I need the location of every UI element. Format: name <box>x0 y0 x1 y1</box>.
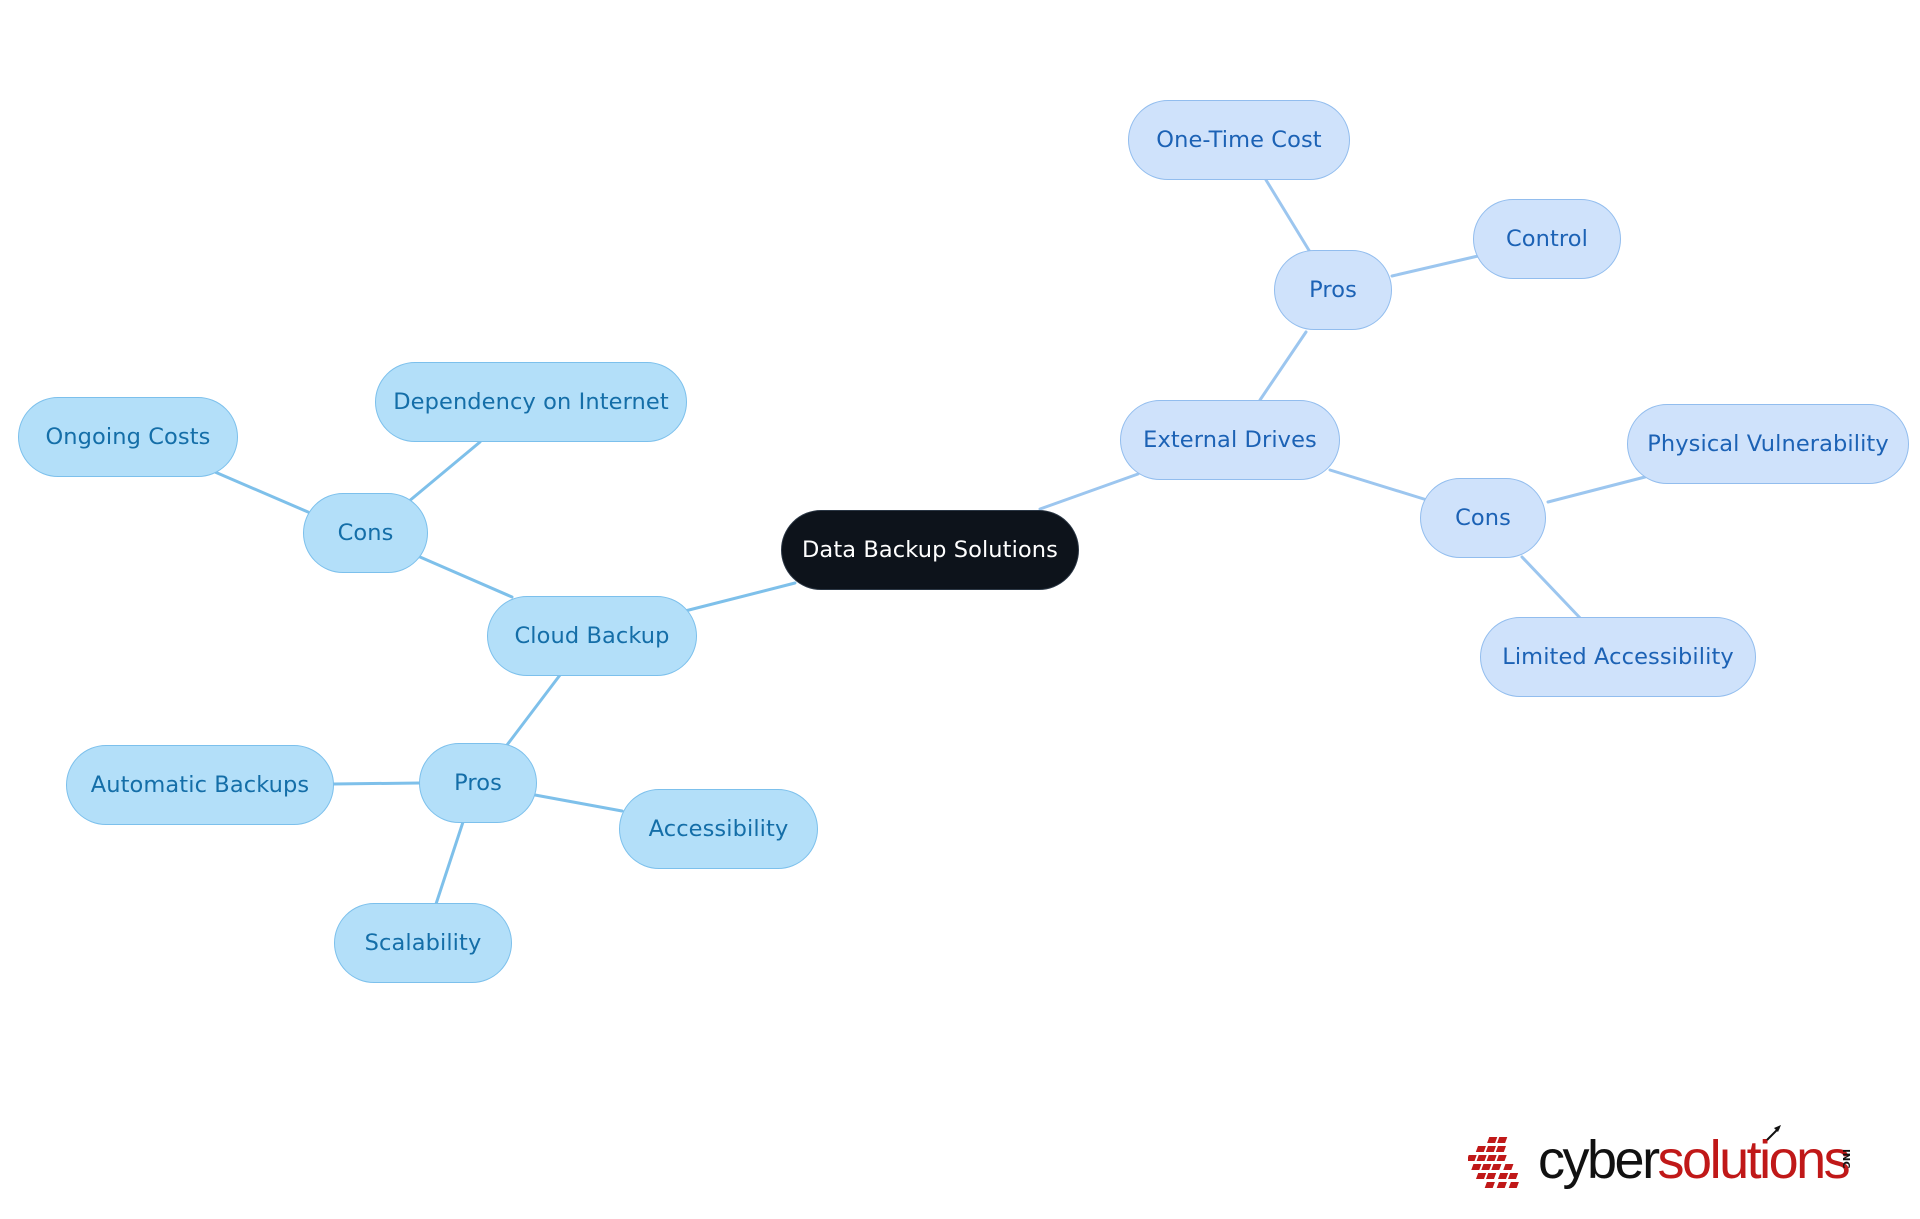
physical-vulnerability-node[interactable]: Physical Vulnerability <box>1627 404 1909 484</box>
logo-inc: INC <box>1840 1149 1851 1169</box>
edge-ext-pros-control <box>1390 254 1480 278</box>
one-time-cost-node[interactable]: One-Time Cost <box>1128 100 1350 180</box>
dependency-on-internet-node[interactable]: Dependency on Internet <box>375 362 687 442</box>
logo-text-cyber: cyber <box>1538 1130 1660 1190</box>
edge-cloud-pros <box>505 673 562 747</box>
cybersolutions-logo: cybersolutions INC <box>1468 1125 1868 1195</box>
accessibility-node[interactable]: Accessibility <box>619 789 818 869</box>
cloud-backup-node[interactable]: Cloud Backup <box>487 596 697 676</box>
scalability-node[interactable]: Scalability <box>334 903 512 983</box>
external-drives-node[interactable]: External Drives <box>1120 400 1340 480</box>
edge-cons-dependency <box>406 440 482 504</box>
automatic-backups-node[interactable]: Automatic Backups <box>66 745 334 825</box>
edge-cloud-cons <box>418 555 514 599</box>
edge-cons-ongoing <box>213 470 310 514</box>
ongoing-costs-node[interactable]: Ongoing Costs <box>18 397 238 477</box>
logo-mark-icon <box>1468 1137 1519 1188</box>
cloud-cons-node[interactable]: Cons <box>303 493 428 573</box>
edge-root-cloud <box>683 581 797 613</box>
logo-text-solutions: solutions <box>1657 1130 1851 1190</box>
edge-external-cons <box>1328 468 1429 502</box>
external-cons-node[interactable]: Cons <box>1420 478 1546 558</box>
control-node[interactable]: Control <box>1473 199 1621 279</box>
external-pros-node[interactable]: Pros <box>1274 250 1392 330</box>
logo-arrow-icon <box>1766 1125 1781 1141</box>
logo-wordmark: cybersolutions <box>1538 1125 1851 1195</box>
edge-pros-automatic <box>331 781 422 786</box>
edge-pros-accessibility <box>533 793 624 813</box>
edge-pros-scalability <box>434 820 465 906</box>
edge-ext-cons-physical <box>1546 475 1647 504</box>
edge-root-external <box>1038 472 1140 511</box>
limited-accessibility-node[interactable]: Limited Accessibility <box>1480 617 1756 697</box>
edge-ext-cons-limited <box>1520 555 1584 622</box>
edge-ext-pros-onetime <box>1264 178 1312 254</box>
root-node[interactable]: Data Backup Solutions <box>781 510 1079 590</box>
edge-external-pros <box>1258 330 1308 402</box>
cloud-pros-node[interactable]: Pros <box>419 743 537 823</box>
